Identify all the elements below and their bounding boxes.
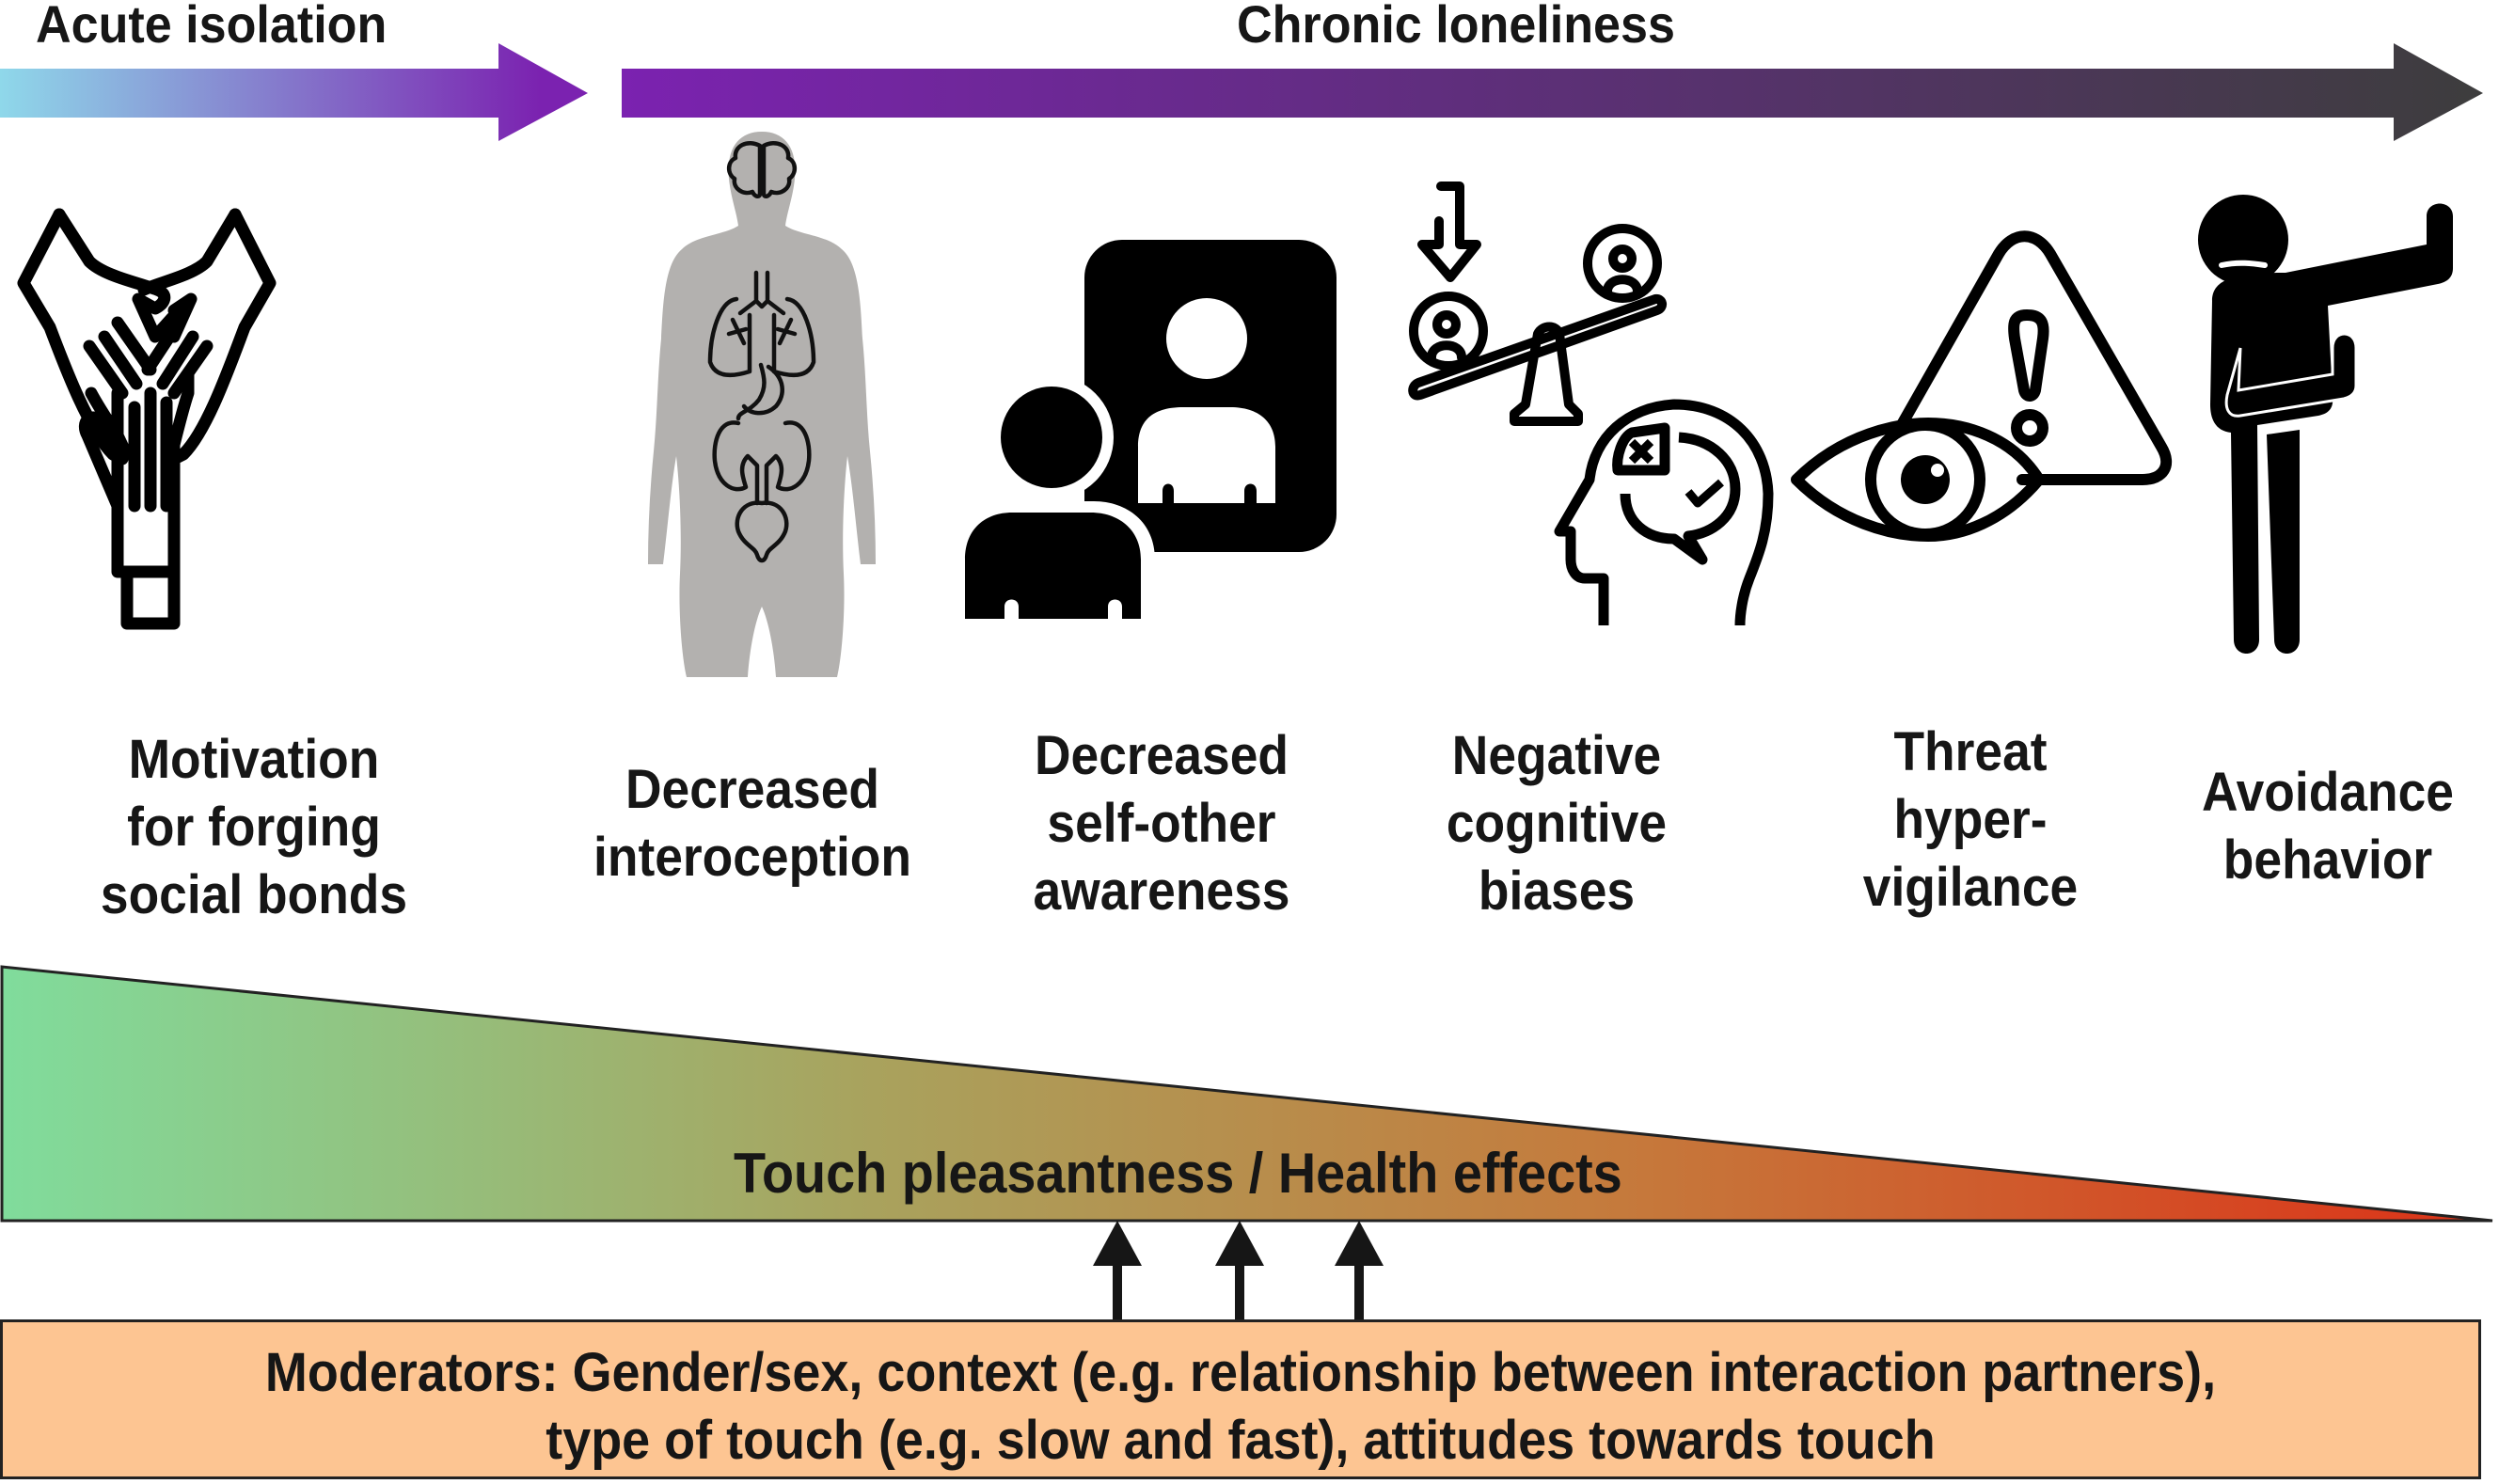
self-other-persons-icon	[957, 240, 1336, 621]
warning-triangle-icon	[1894, 230, 2173, 485]
stage-label-avoidance: Avoidance behavior	[2202, 762, 2454, 891]
hands-together-icon	[17, 208, 277, 630]
effects-label: Touch pleasantness / Health effects	[734, 1142, 1622, 1205]
effects-triangle	[0, 965, 2493, 1223]
lungs-icon	[707, 270, 816, 378]
stage-label-self-other: Decreased self-other awareness	[1033, 725, 1290, 922]
moderator-arrow-2	[1215, 1221, 1264, 1320]
avoiding-person-icon	[2198, 195, 2453, 654]
effects-gradient-wedge	[0, 965, 2493, 1223]
seesaw-head-bias-icon	[1408, 182, 1774, 626]
moderator-arrow-3	[1335, 1221, 1384, 1320]
acute-isolation-title: Acute isolation	[36, 0, 388, 54]
stage-label-cognitive: Negative cognitive biases	[1446, 725, 1668, 922]
bladder-icon	[735, 500, 789, 563]
stage-label-hypervigilance: Threat hyper- vigilance	[1862, 721, 2079, 918]
chronic-loneliness-arrow	[622, 43, 2483, 141]
chronic-loneliness-title: Chronic loneliness	[1237, 0, 1675, 54]
stage-label-interoception: Decreased interoception	[593, 759, 911, 888]
eye-warning-icon	[1791, 230, 2173, 542]
moderator-arrows	[1093, 1221, 1384, 1320]
kidneys-icon	[712, 420, 812, 506]
eye-icon	[1791, 418, 2045, 542]
stomach-icon	[735, 362, 784, 421]
body-organs-icon	[648, 132, 876, 677]
stage-label-motivation: Motivation for forging social bonds	[100, 729, 408, 925]
moderator-arrow-1	[1093, 1221, 1142, 1320]
down-arrow-icon	[1417, 182, 1481, 282]
moderators-box: Moderators: Gender/sex, context (e.g. re…	[0, 1319, 2481, 1479]
brain-icon	[726, 141, 798, 198]
body-silhouette	[648, 132, 876, 677]
moderators-text: Moderators: Gender/sex, context (e.g. re…	[264, 1342, 2217, 1471]
timeline-arrows	[0, 43, 2483, 141]
acute-isolation-arrow	[0, 43, 588, 141]
